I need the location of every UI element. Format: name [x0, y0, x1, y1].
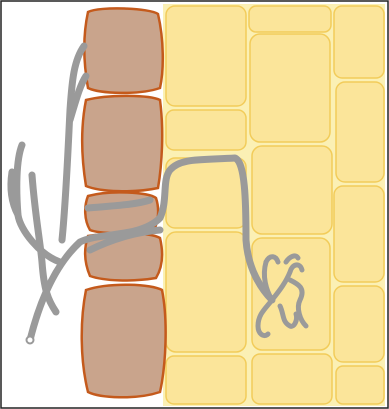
cortex-cell — [166, 158, 246, 228]
cortex-cell — [334, 6, 384, 78]
cortex-tissue — [163, 4, 385, 406]
cortex-cell — [166, 110, 246, 150]
cortex-cell — [166, 356, 246, 404]
epidermal-cell — [82, 285, 166, 398]
cortex-cell — [252, 146, 332, 234]
cortex-cell — [334, 186, 384, 282]
cortex-cell — [166, 6, 246, 106]
cortex-cell — [334, 286, 384, 362]
cortex-cell — [249, 6, 331, 32]
epidermal-cell — [82, 96, 162, 191]
cortex-cell — [336, 366, 384, 404]
epidermal-cell — [84, 8, 163, 93]
cortex-cell — [166, 232, 246, 352]
hyphal-tip — [27, 337, 34, 344]
cortex-cells — [166, 6, 384, 404]
cortex-cell — [252, 354, 332, 404]
cortex-cell — [336, 82, 384, 182]
cortex-cell — [250, 34, 330, 142]
